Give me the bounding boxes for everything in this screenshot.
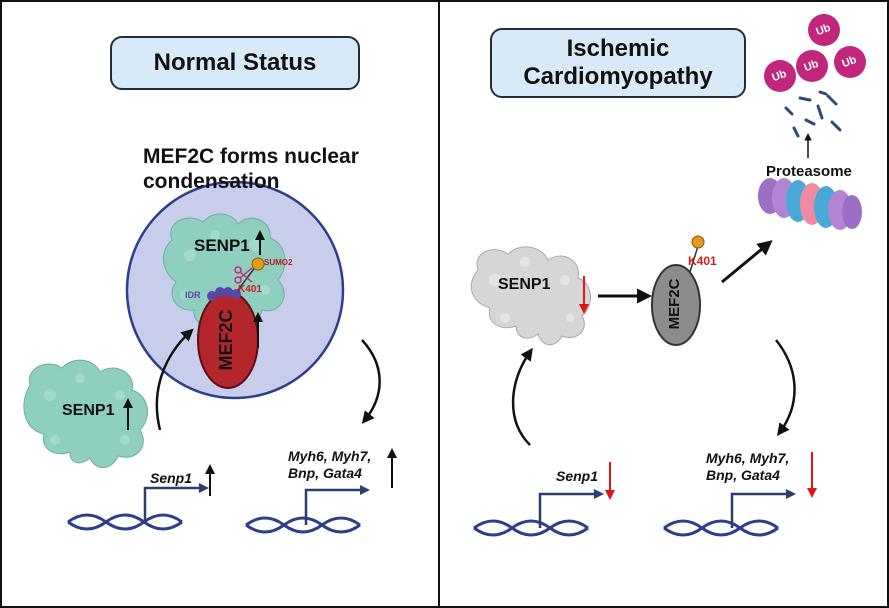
dna-helix-targets-left bbox=[245, 516, 361, 534]
peptide-fragments bbox=[784, 90, 842, 138]
k401-linker-ischemic bbox=[689, 245, 699, 273]
targets-right-line1: Myh6, Myh7, bbox=[706, 450, 790, 466]
condensation-line2: condensation bbox=[143, 170, 280, 193]
left-panel-title: Normal Status bbox=[110, 36, 360, 90]
mef2c-label-ischemic: MEF2C bbox=[666, 278, 683, 330]
right-title-line1: Ischemic bbox=[566, 35, 670, 62]
dna-helix-senp1-right bbox=[473, 519, 589, 537]
import-curved-arrow bbox=[155, 328, 194, 431]
right-panel-title: Ischemic Cardiomyopathy bbox=[490, 28, 746, 98]
targets-label-right: Myh6, Myh7, Bnp, Gata4 bbox=[706, 450, 789, 484]
idr-chain bbox=[207, 287, 241, 301]
condensation-line1: MEF2C forms nuclear bbox=[143, 145, 359, 168]
ischemic-senp1-protein bbox=[470, 246, 591, 346]
scissors-icon bbox=[234, 266, 253, 284]
degradation-arrow bbox=[721, 240, 773, 284]
targets-right-line2: Bnp, Gata4 bbox=[706, 467, 780, 483]
targets-left-line2: Bnp, Gata4 bbox=[288, 465, 362, 481]
senp1-gene-label-left: Senp1 bbox=[150, 470, 193, 486]
idr-label: IDR bbox=[185, 290, 201, 300]
feedback-curved-arrow-right bbox=[511, 347, 533, 446]
sumo2-bead bbox=[251, 257, 265, 271]
targets-left-line1: Myh6, Myh7, bbox=[288, 448, 372, 464]
senp1-gene-label-right: Senp1 bbox=[556, 468, 599, 484]
tss-arrow-senp1-right bbox=[538, 489, 604, 528]
ubiquitin-cluster bbox=[764, 14, 866, 92]
right-title-line2: Cardiomyopathy bbox=[523, 63, 713, 90]
ischemic-senp1-label: SENP1 bbox=[498, 276, 551, 293]
k401-label-ischemic: K401 bbox=[688, 254, 717, 268]
dna-helix-senp1-left bbox=[67, 513, 183, 531]
targets-label-left: Myh6, Myh7, Bnp, Gata4 bbox=[288, 448, 371, 482]
sumo2-label: SUMO2 bbox=[264, 258, 293, 267]
cyto-senp1-label: SENP1 bbox=[62, 402, 115, 419]
condensation-label: MEF2C forms nuclear condensation bbox=[143, 144, 359, 194]
mef2c-protein-ischemic bbox=[651, 264, 701, 346]
tss-arrow-targets-right bbox=[730, 489, 796, 528]
transcription-curved-arrow-right bbox=[775, 339, 796, 437]
transcription-curved-arrow-left bbox=[361, 339, 381, 424]
mef2c-label-normal: MEF2C bbox=[216, 309, 236, 371]
tss-arrow-senp1-left bbox=[143, 483, 209, 522]
ischemic-senp1-texture bbox=[489, 257, 574, 323]
proteasome-label: Proteasome bbox=[766, 163, 852, 180]
k401-label-normal: K401 bbox=[238, 284, 262, 295]
left-title-text: Normal Status bbox=[153, 49, 317, 76]
cyto-senp1-texture bbox=[44, 373, 130, 445]
tss-arrow-targets-left bbox=[304, 485, 370, 525]
dna-helix-targets-right bbox=[663, 519, 779, 537]
nuclear-senp1-label: SENP1 bbox=[194, 236, 250, 255]
proteasome-icon bbox=[758, 178, 862, 230]
sumo-bead-ischemic bbox=[691, 235, 705, 249]
